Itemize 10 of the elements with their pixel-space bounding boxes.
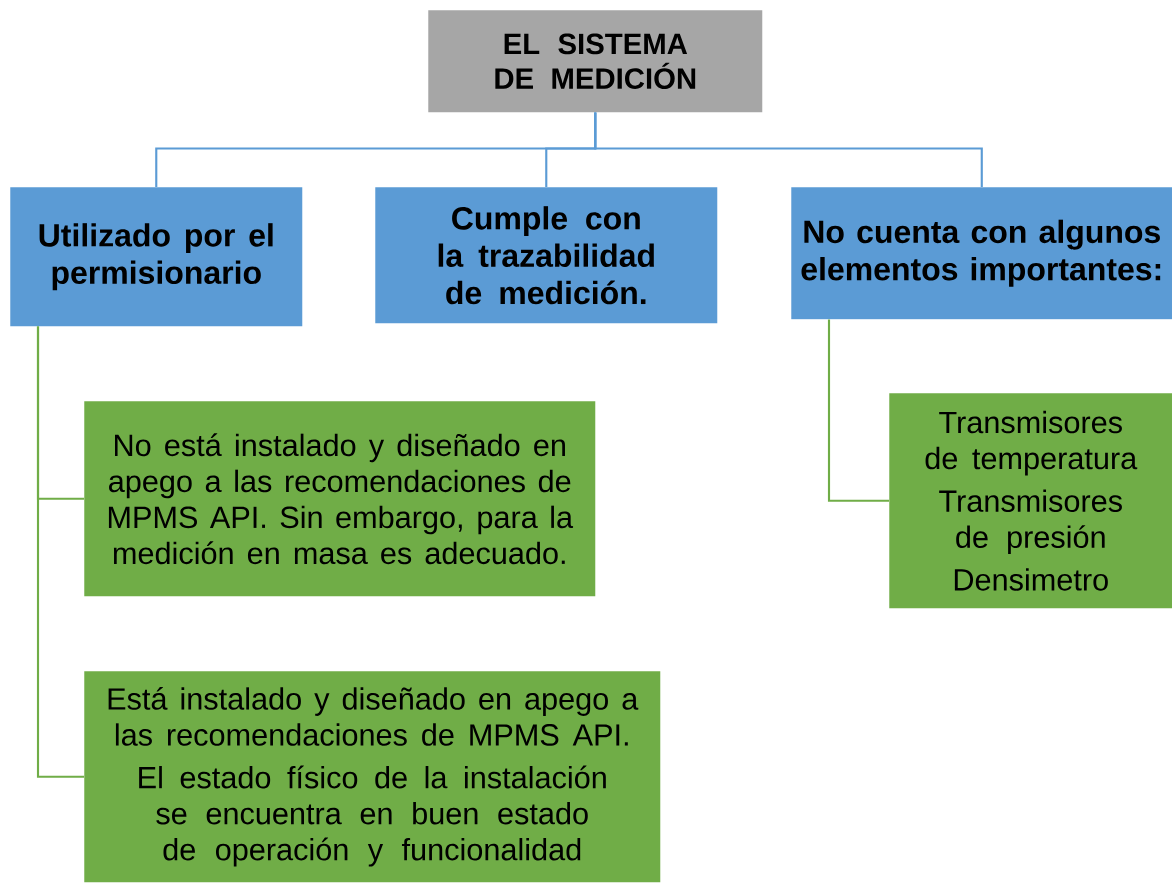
connector-line [594, 112, 983, 187]
title-box: EL SISTEMA DE MEDICIÓN [428, 10, 763, 113]
note-box: No está instalado y diseñado en apego a las recomendaciones de MPMS API. Sin embargo, para la medición en masa es adecuado. [84, 401, 596, 597]
category-box: No cuenta con algunos elementos importantes: [791, 187, 1172, 320]
connector-line [827, 319, 889, 502]
connector-line [36, 326, 84, 778]
note-box: Está instalado y diseñado en apego a las recomendaciones de MPMS API. El estado físico de la instalación se encuentra en buen estado de operación y funcionalidad [84, 671, 661, 883]
category-box: Cumple con la trazabilidad de medición. [375, 187, 718, 324]
item-list-box: Transmisores de temperatura Transmisores de presión Densimetro [889, 393, 1172, 609]
category-box: Utilizado por el permisionario [10, 187, 303, 327]
